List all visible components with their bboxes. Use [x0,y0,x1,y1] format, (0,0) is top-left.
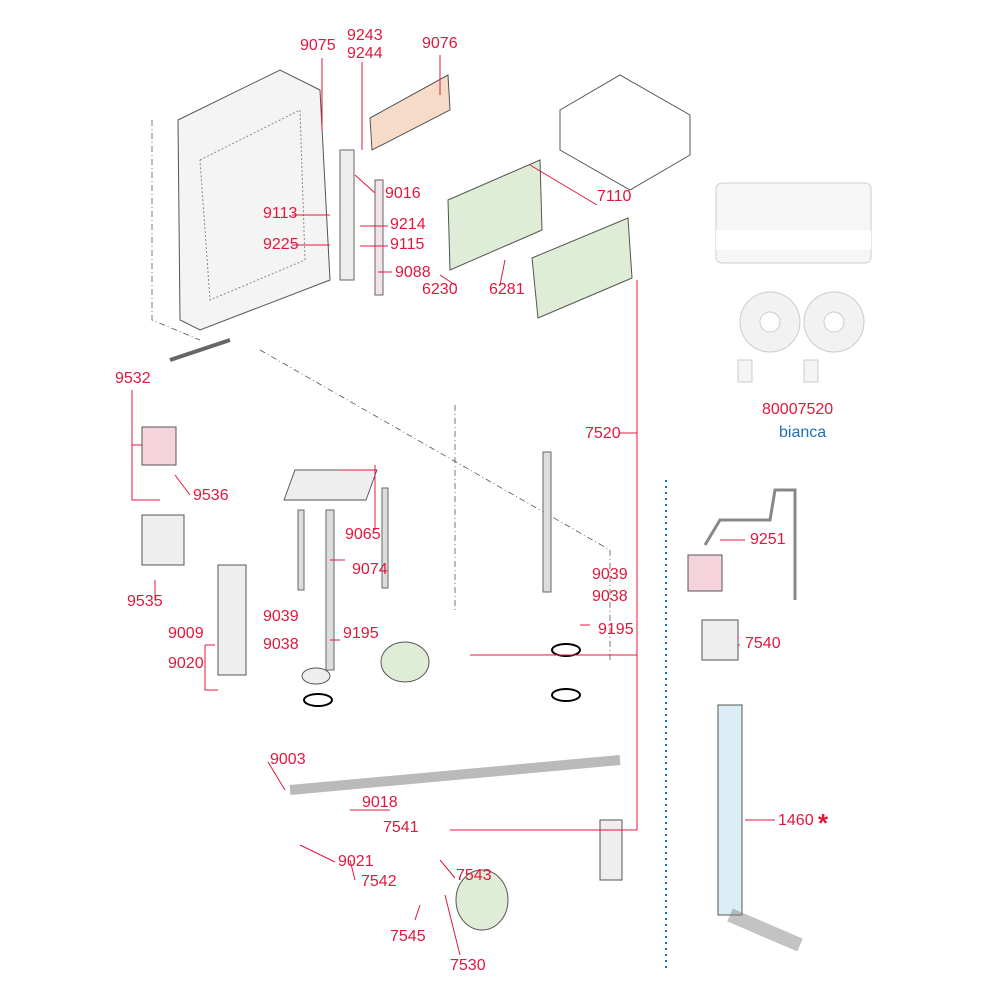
label-9243: 9243 [347,27,383,44]
label-9195: 9195 [343,625,379,642]
label-9088: 9088 [395,264,431,281]
cistern-tank [151,69,331,341]
label-9074: 9074 [352,561,388,578]
label-7542: 7542 [361,873,397,890]
leader-lines [131,55,775,956]
mechanism-parts [141,149,623,931]
kit-color-name: bianca [779,424,826,441]
label-9003: 9003 [270,751,306,768]
label-7540: 7540 [745,635,781,652]
asterisk-marker: * [818,808,829,838]
label-9016: 9016 [385,185,421,202]
label-1460: 1460 [778,812,814,829]
label-9115: 9115 [390,236,425,253]
label-7110: 7110 [597,188,632,205]
label-9038: 9038 [263,636,299,653]
label-9065: 9065 [345,526,381,543]
label-9535: 9535 [127,593,163,610]
label-7545: 7545 [390,928,426,945]
plate-9076 [369,74,451,151]
label-7543: 7543 [456,867,492,884]
label-9225: 9225 [263,236,299,253]
label-7530: 7530 [450,957,486,974]
label-9195: 9195 [598,621,634,638]
button-plate-kit [715,182,872,383]
cover-7110 [531,217,633,319]
part-labels: 9075 9243 9244 9076 9016 7110 9113 9214 … [115,27,833,974]
label-9244: 9244 [347,45,383,62]
label-9018: 9018 [362,794,398,811]
label-9020: 9020 [168,655,204,672]
label-9021: 9021 [338,853,374,870]
label-9532: 9532 [115,370,151,387]
frame-6230 [447,159,543,271]
box-cover [559,74,691,191]
label-9038: 9038 [592,588,628,605]
label-7520: 7520 [585,425,621,442]
label-9076: 9076 [422,35,458,52]
label-9009: 9009 [168,625,204,642]
label-9113: 9113 [263,205,298,222]
label-9536: 9536 [193,487,229,504]
label-7541: 7541 [383,819,419,836]
spare-parts [687,488,803,952]
label-9039: 9039 [263,608,299,625]
label-9251: 9251 [750,531,786,548]
label-6230: 6230 [422,281,458,298]
label-9075: 9075 [300,37,336,54]
label-6281: 6281 [489,281,525,298]
kit-code: 80007520 [762,401,833,418]
label-9039: 9039 [592,566,628,583]
label-9214: 9214 [390,216,426,233]
